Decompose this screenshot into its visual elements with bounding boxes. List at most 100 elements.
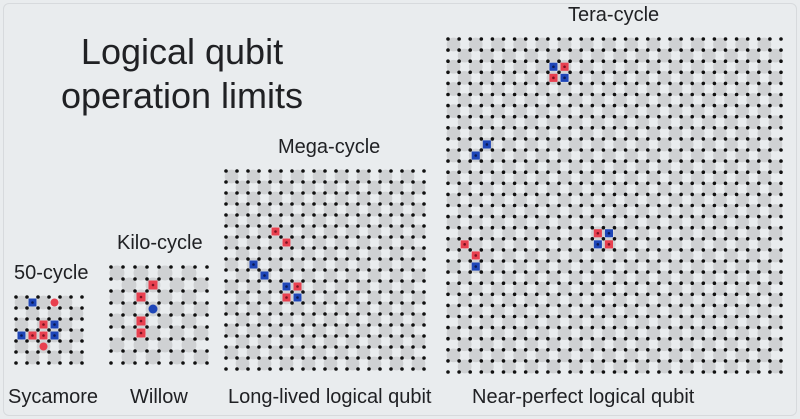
qubit-tile	[411, 180, 426, 195]
qubit-dot	[568, 359, 572, 363]
qubit-dot	[690, 37, 694, 41]
qubit-dot	[546, 148, 550, 152]
qubit-tile	[690, 348, 705, 363]
qubit-dot	[568, 70, 572, 75]
qubit-tile	[389, 334, 404, 349]
qubit-dot	[546, 126, 550, 130]
qubit-tile	[181, 313, 197, 329]
qubit-tile	[367, 312, 382, 327]
qubit-dot	[601, 103, 606, 108]
qubit-dot	[334, 367, 338, 371]
qubit-dot	[723, 225, 728, 230]
qubit-tile	[58, 295, 73, 310]
qubit-dot	[523, 148, 528, 152]
qubit-dot	[468, 70, 472, 75]
qubit-tile	[513, 37, 528, 52]
qubit-dot	[312, 257, 316, 261]
qubit-tile	[446, 37, 461, 52]
qubit-dot	[557, 303, 561, 308]
qubit-tile	[657, 137, 672, 152]
qubit-dot	[690, 336, 694, 341]
qubit-tile	[713, 259, 727, 274]
qubit-dot	[646, 81, 650, 86]
qubit-tile	[613, 70, 627, 85]
qubit-dot	[446, 159, 450, 163]
qubit-tile	[224, 323, 239, 338]
qubit-dot	[723, 92, 728, 97]
qubit-tile	[367, 246, 382, 261]
qubit-tile	[502, 181, 516, 196]
qubit-dot	[768, 81, 772, 86]
qubit-dot	[612, 159, 617, 163]
qubit-dot	[701, 292, 706, 297]
qubit-dot	[745, 292, 750, 297]
qubit-tile	[668, 59, 683, 74]
qubit-tile	[468, 104, 483, 119]
qubit-dot	[757, 203, 761, 208]
qubit-dot	[457, 281, 461, 285]
qubit-tile	[224, 169, 239, 184]
qubit-tile	[568, 115, 583, 130]
qubit-dot	[389, 356, 393, 360]
qubit-dot	[301, 268, 305, 272]
qubit-tile	[668, 259, 683, 274]
qubit-dot	[690, 292, 694, 297]
marker-center-dot	[53, 334, 56, 337]
qubit-dot	[523, 192, 528, 197]
qubit-dot	[657, 81, 661, 86]
marker-center-dot	[42, 323, 45, 326]
qubit-dot	[490, 81, 495, 86]
qubit-tile	[323, 246, 338, 261]
qubit-dot	[400, 301, 404, 305]
qubit-dot	[723, 59, 728, 63]
qubit-tile	[757, 193, 772, 207]
qubit-dot	[523, 70, 528, 75]
qubit-tile	[690, 259, 705, 274]
qubit-dot	[446, 59, 450, 63]
qubit-tile	[724, 137, 738, 152]
qubit-dot	[601, 237, 606, 241]
qubit-dot	[246, 312, 250, 316]
qubit-tile	[690, 126, 705, 141]
qubit-dot	[546, 314, 550, 319]
qubit-dot	[468, 181, 472, 186]
qubit-dot	[745, 281, 750, 285]
qubit-tile	[713, 281, 727, 296]
qubit-dot	[246, 169, 250, 173]
qubit-dot	[579, 92, 583, 97]
qubit-tile	[356, 213, 371, 228]
qubit-tile	[356, 323, 371, 338]
qubit-dot	[235, 246, 239, 250]
qubit-dot	[36, 339, 40, 343]
qubit-tile	[613, 115, 627, 130]
qubit-dot	[712, 225, 717, 230]
qubit-dot	[612, 281, 617, 285]
qubit-dot	[757, 103, 761, 108]
qubit-tile	[768, 115, 783, 130]
qubit-dot	[734, 103, 739, 108]
qubit-dot	[479, 237, 484, 241]
qubit-dot	[257, 279, 261, 283]
qubit-tile	[724, 270, 738, 285]
qubit-dot	[546, 325, 550, 330]
title-line-1: Logical qubit	[80, 31, 284, 72]
qubit-dot	[446, 181, 450, 186]
qubit-tile	[524, 159, 539, 174]
qubit-dot	[25, 295, 29, 299]
qubit-dot	[501, 70, 506, 75]
qubit-dot	[501, 314, 506, 319]
qubit-dot	[490, 259, 495, 263]
qubit-tile	[546, 315, 561, 329]
qubit-dot	[579, 237, 583, 241]
qubit-dot	[657, 303, 661, 308]
qubit-dot	[601, 203, 606, 208]
qubit-tile	[479, 93, 494, 107]
qubit-tile	[635, 359, 650, 374]
qubit-dot	[679, 148, 683, 152]
qubit-tile	[713, 237, 727, 252]
qubit-dot	[193, 361, 197, 365]
qubit-dot	[657, 37, 661, 41]
qubit-dot	[490, 237, 495, 241]
qubit-dot	[378, 191, 382, 195]
qubit-dot	[69, 350, 73, 354]
